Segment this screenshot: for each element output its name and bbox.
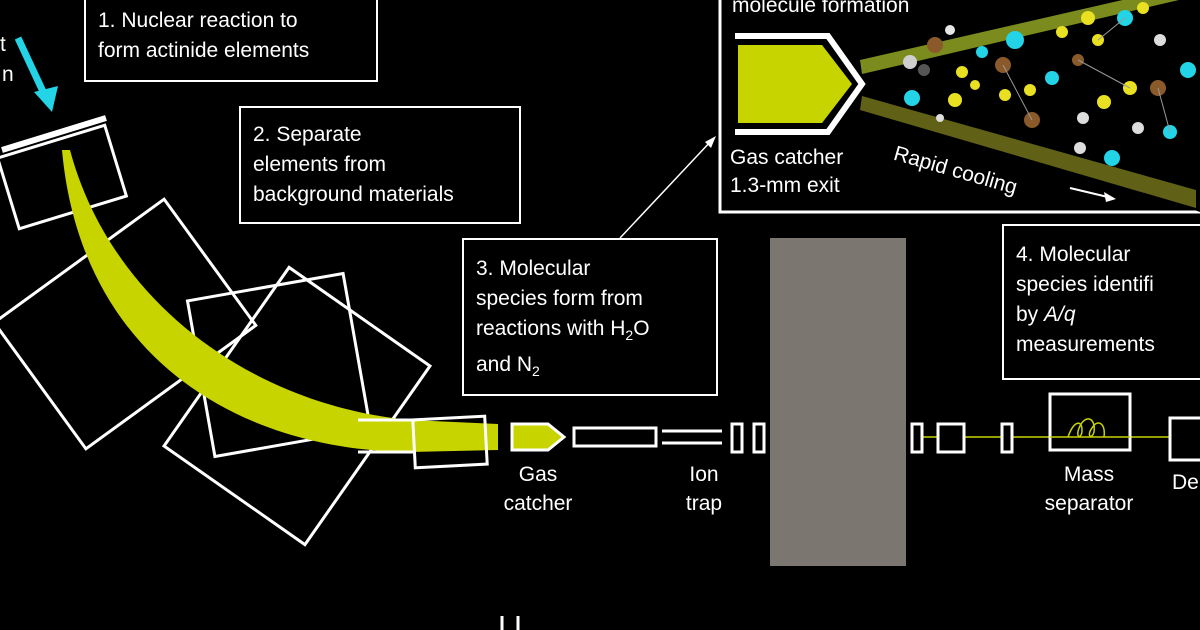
- step4-line4: measurements: [1016, 333, 1155, 356]
- gas-catcher-body: [510, 422, 567, 452]
- detector-box: [1168, 416, 1200, 462]
- separator-magnet-1: [0, 197, 258, 451]
- inset-lower-tube: [860, 96, 1196, 208]
- step3-line4: and N2: [476, 353, 540, 380]
- inset-catcher-body: [738, 45, 852, 123]
- mass-separator-label: Mass separator: [1044, 463, 1134, 515]
- step2-line2: elements from: [253, 153, 387, 176]
- step4-line2: species identifi: [1016, 273, 1154, 296]
- mass-separator-box: [1048, 392, 1132, 452]
- inset-catcher-label-1: Gas catcher: [730, 146, 844, 169]
- inset-pointer-line: [619, 139, 713, 239]
- step1-box: 1. Nuclear reaction to form actinide ele…: [84, 0, 378, 82]
- separator-magnet-3: [161, 265, 433, 547]
- step4-line3: by A/q: [1016, 303, 1076, 326]
- inset-catcher-label-2: 1.3-mm exit: [730, 174, 840, 197]
- step4-box: 4. Molecular species identifi by A/q mea…: [1002, 224, 1200, 380]
- inset-catcher-housing: [735, 33, 866, 135]
- left-fragment-1: t: [0, 33, 6, 56]
- incoming-beam-arrow: [14, 36, 50, 100]
- step2-line3: background materials: [253, 183, 454, 206]
- molecules: [903, 2, 1196, 166]
- step3-line1: 3. Molecular: [476, 257, 591, 280]
- step3-box: 3. Molecular species form from reactions…: [462, 238, 718, 396]
- rfq-tube: [572, 426, 658, 448]
- ion-trap-label: Ion trap: [685, 463, 723, 515]
- step1-line1: 1. Nuclear reaction to: [98, 9, 298, 32]
- inset-title: molecule formation: [732, 0, 910, 17]
- step2-box: 2. Separate elements from background mat…: [239, 106, 521, 224]
- step3-line3: reactions with H2O: [476, 317, 650, 344]
- target-foil: [1, 115, 107, 153]
- detector-label: De: [1172, 471, 1199, 494]
- gas-catcher-label: Gas catcher: [503, 463, 573, 515]
- separated-beam: [62, 150, 498, 452]
- separator-box-1: [0, 123, 129, 231]
- left-fragment-2: n: [2, 63, 14, 86]
- step2-line1: 2. Separate: [253, 123, 362, 146]
- step4-line1: 4. Molecular: [1016, 243, 1131, 266]
- shielding-wall: [770, 238, 906, 566]
- mass-separator-coil: [1067, 418, 1106, 438]
- step1-line2: form actinide elements: [98, 39, 310, 62]
- step3-line2: species form from: [476, 287, 643, 310]
